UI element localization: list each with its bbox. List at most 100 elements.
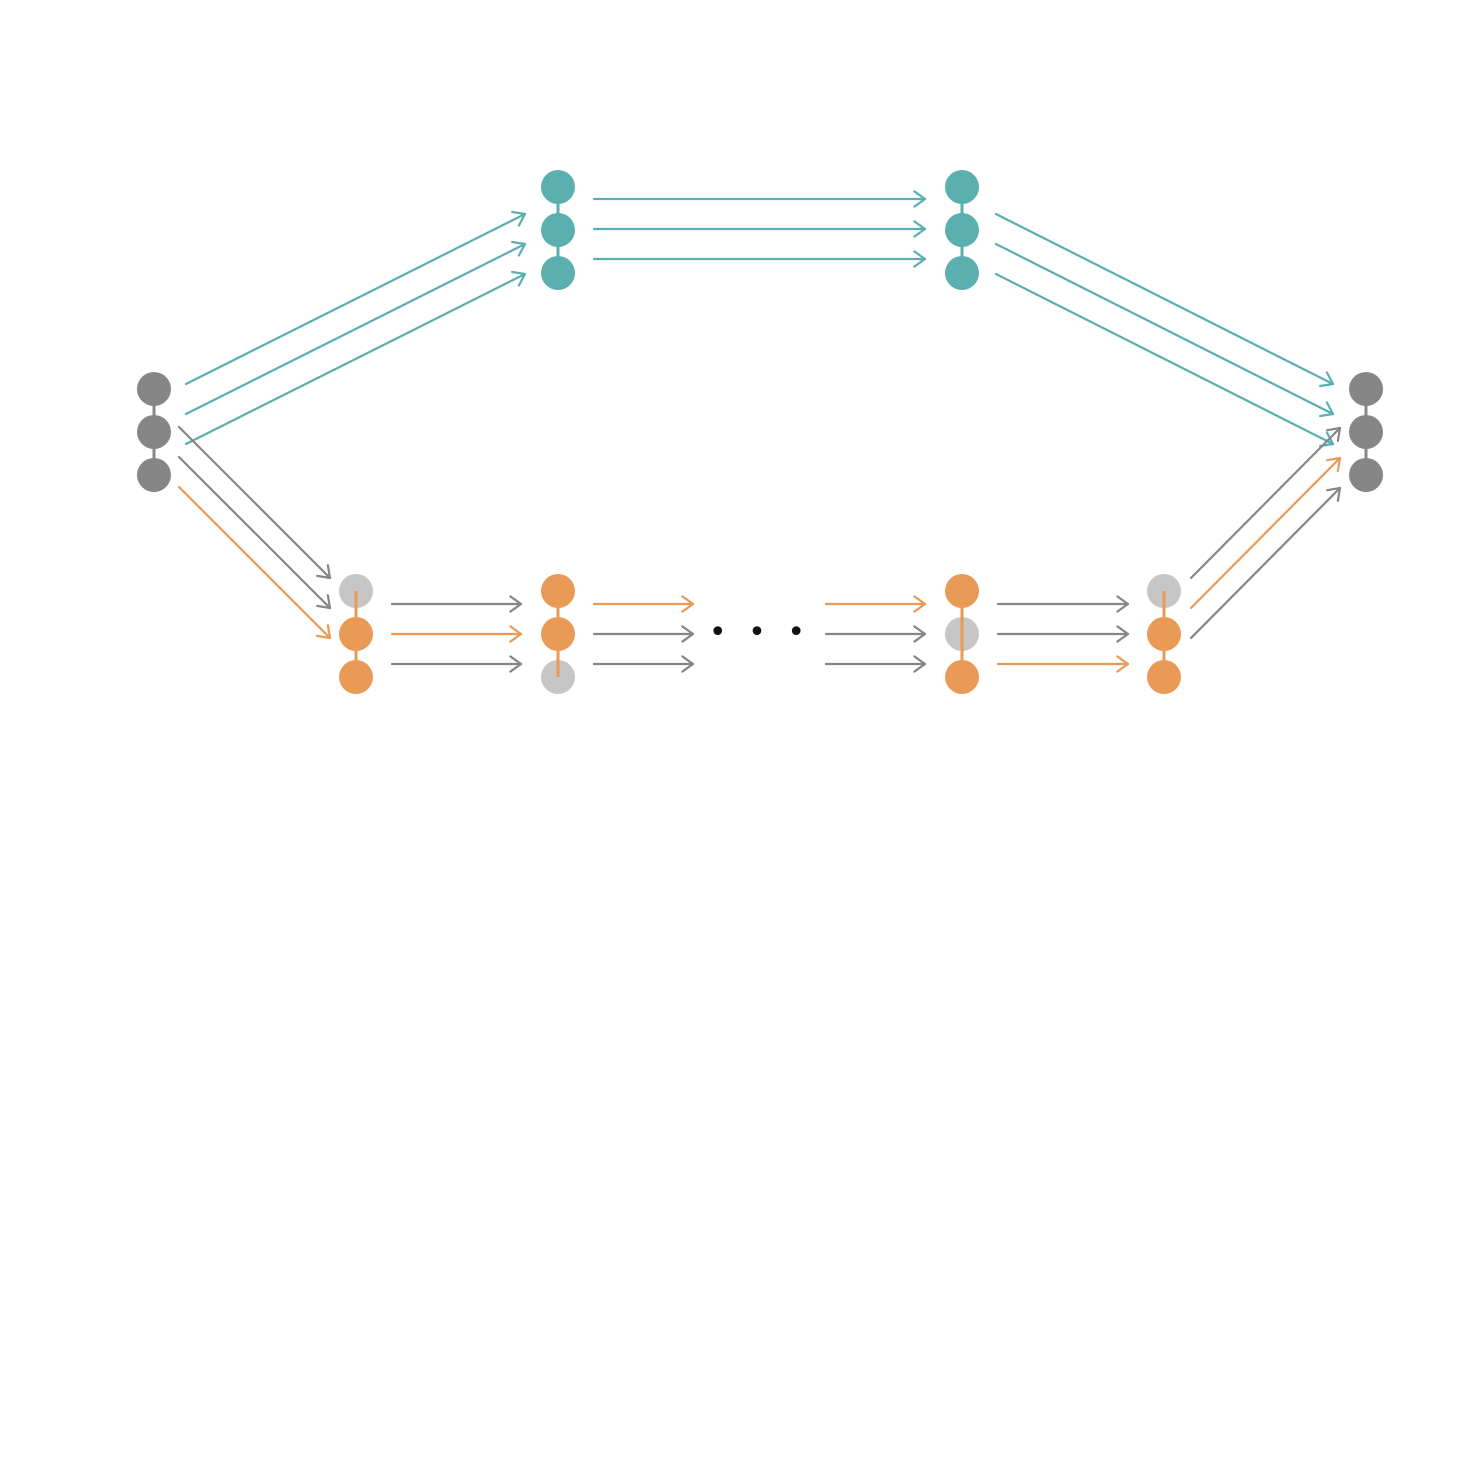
arrow-lower-1-to-lower-2-2 [390,625,523,643]
arrow-head [511,240,527,257]
node-upper-2-1 [945,170,979,204]
arrow-lower-4-to-sink-1 [1189,426,1342,580]
node-lower-1-3 [339,660,373,694]
arrow-head [1326,426,1342,442]
arrow-lower-1-to-lower-2-3 [390,655,523,673]
arrow-head [1319,431,1335,448]
nodes-layer [137,170,1383,694]
node-upper-1-1 [541,170,575,204]
arrow-upper-2-to-sink-2 [994,242,1335,418]
arrow-head [913,625,927,643]
arrow-head [681,655,695,673]
arrow-source-to-upper-1-2 [184,240,527,416]
arrow-shaft [177,425,332,580]
arrow-head [1116,595,1130,613]
arrow-shaft [184,212,527,386]
arrow-lower-1-to-lower-2-1 [390,595,523,613]
node-upper-1-3 [541,256,575,290]
arrow-lower-3-to-lower-4-3 [996,655,1130,673]
node-source-3 [137,458,171,492]
node-stack-lower-2 [541,574,575,694]
node-sink-1 [1349,372,1383,406]
arrow-shaft [177,455,332,610]
node-sink-3 [1349,458,1383,492]
node-stack-lower-3 [945,574,979,694]
arrow-lower-3-in-2 [824,625,927,643]
node-stack-sink [1349,372,1383,492]
arrow-head [509,655,523,673]
arrow-head [913,190,927,208]
arrow-lower-3-to-lower-4-2 [996,625,1130,643]
arrow-head [1326,486,1342,502]
edge-bundle-upper-2-to-sink [994,212,1335,448]
node-source-1 [137,372,171,406]
arrow-head [509,595,523,613]
arrow-head [913,250,927,268]
arrow-shaft [994,272,1335,446]
arrow-upper-2-to-sink-3 [994,272,1335,448]
arrow-lower-4-to-sink-2 [1189,456,1342,610]
arrow-shaft [994,212,1335,386]
node-lower-3-3 [945,660,979,694]
arrow-source-to-lower-1-3 [177,485,332,640]
arrow-source-to-lower-1-2 [177,455,332,610]
arrow-lower-2-out-3 [592,655,695,673]
arrow-head [316,564,332,580]
arrow-head [913,595,927,613]
arrow-lower-2-out-1 [592,595,695,613]
edge-bundle-upper-1-to-upper-2 [592,190,927,268]
arrow-head [511,210,527,227]
arrow-head [316,594,332,610]
arrow-shaft [184,242,527,416]
edge-bundle-lower-3-in [824,595,927,673]
arrow-shaft [1189,426,1342,580]
arrow-upper-1-to-upper-2-2 [592,220,927,238]
arrow-head [509,625,523,643]
arrow-head [1319,401,1335,418]
node-lower-3-1 [945,574,979,608]
arrow-head [1326,456,1342,472]
arrow-upper-2-to-sink-1 [994,212,1335,388]
edge-bundle-source-to-lower-1 [177,425,332,640]
node-sink-2 [1349,415,1383,449]
node-upper-2-2 [945,213,979,247]
arrow-upper-1-to-upper-2-1 [592,190,927,208]
edge-bundle-lower-2-out [592,595,695,673]
ellipsis-label: • • • [709,615,811,650]
arrow-head [1319,371,1335,388]
arrow-head [913,220,927,238]
node-stack-source [137,372,171,492]
arrow-shaft [994,242,1335,416]
node-upper-1-2 [541,213,575,247]
arrow-head [681,595,695,613]
node-lower-2-1 [541,574,575,608]
arrow-head [681,625,695,643]
node-lower-2-2 [541,617,575,651]
arrow-lower-3-in-1 [824,595,927,613]
node-lower-1-2 [339,617,373,651]
arrow-source-to-lower-1-1 [177,425,332,580]
arrow-head [1116,625,1130,643]
edges-layer [177,190,1342,673]
arrow-lower-4-to-sink-3 [1189,486,1342,640]
edge-bundle-lower-4-to-sink [1189,426,1342,640]
arrow-head [1116,655,1130,673]
arrow-shaft [1189,486,1342,640]
arrow-upper-1-to-upper-2-3 [592,250,927,268]
arrow-head [511,270,527,287]
arrow-lower-3-in-3 [824,655,927,673]
edge-bundle-lower-1-to-lower-2 [390,595,523,673]
node-stack-lower-1 [339,574,373,694]
arrow-head [316,624,332,640]
arrow-source-to-upper-1-1 [184,210,527,386]
node-stack-upper-1 [541,170,575,290]
arrow-source-to-upper-1-3 [184,270,527,446]
node-lower-4-3 [1147,660,1181,694]
node-stack-lower-4 [1147,574,1181,694]
arrow-shaft [1189,456,1342,610]
arrow-lower-2-out-2 [592,625,695,643]
node-source-2 [137,415,171,449]
arrow-shaft [184,272,527,446]
node-lower-4-2 [1147,617,1181,651]
edge-bundle-lower-3-to-lower-4 [996,595,1130,673]
